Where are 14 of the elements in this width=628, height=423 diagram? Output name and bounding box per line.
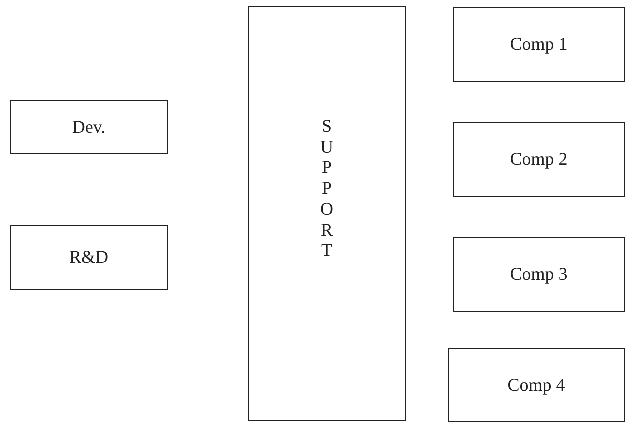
process-box — [448, 348, 625, 422]
process-box — [453, 237, 625, 312]
box-label: Comp 4 — [508, 374, 566, 397]
process-box — [453, 7, 625, 82]
vertical-label: SUPPORT — [320, 116, 334, 261]
box-label: R&D — [69, 246, 108, 269]
box-label: Comp 3 — [510, 263, 568, 286]
box-label: Comp 1 — [510, 33, 568, 56]
process-box — [10, 225, 168, 290]
box-label: Dev. — [72, 116, 106, 138]
process-box — [10, 100, 168, 154]
tall-box — [248, 6, 406, 421]
box-label: Comp 2 — [510, 148, 568, 171]
process-box — [453, 122, 625, 197]
